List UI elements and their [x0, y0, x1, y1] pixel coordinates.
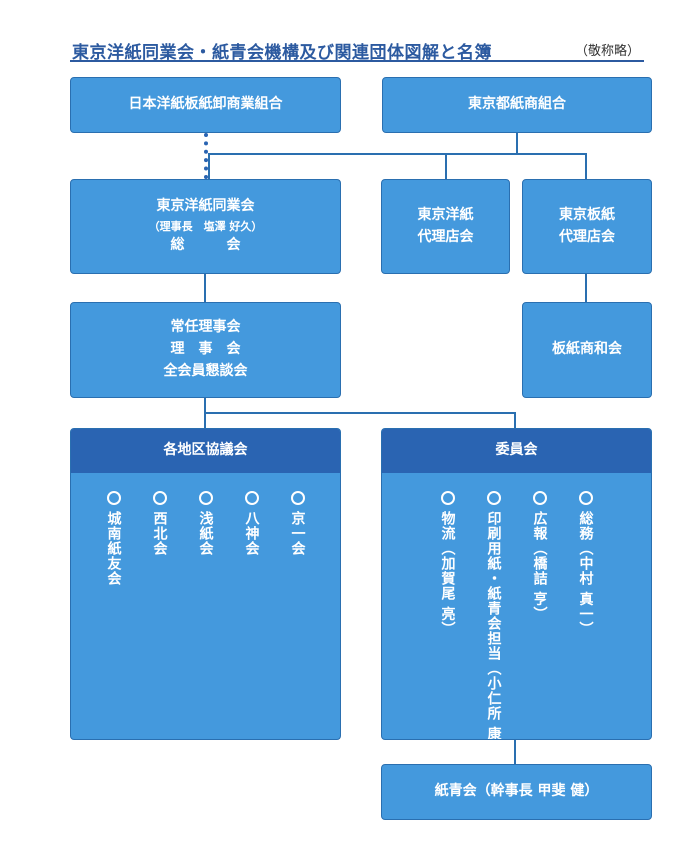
box-label: 日本洋紙板紙卸商業組合 [128, 96, 283, 113]
connector-line [585, 274, 587, 302]
district-list: 京一会 八神会 浅紙会 西北会 城南紙友会 [99, 491, 313, 586]
box-label: 板紙商和会 [552, 341, 622, 358]
box-label-line1: 東京洋紙 [417, 206, 474, 223]
box-chiku-kyogikai: 各地区協議会 京一会 八神会 浅紙会 西北会 城南紙友会 [70, 428, 341, 740]
list-item: 物流（加賀尾 亮） [433, 491, 463, 739]
honorific-note: （敬称略） [575, 44, 641, 59]
box-tokyo-itagami-dairiten: 東京板紙 代理店会 [522, 179, 652, 274]
connector-line [445, 153, 447, 179]
circle-bullet-icon [152, 491, 167, 505]
box-label-line2: 代理店会 [559, 228, 615, 245]
box-jonin-rijikai: 常任理事会 理 事 会 全会員懇談会 [70, 302, 341, 398]
box-label: 東京都紙商組合 [468, 96, 566, 113]
circle-bullet-icon [532, 491, 547, 505]
committee-list: 総務（中村 真一） 広報（橋詰 亨） 印刷用紙・紙青会担当（小仁所 康之） 物流… [433, 491, 601, 739]
box-tokyo-yoshi-dogyokai: 東京洋紙同業会 （理事長 塩澤 好久） 総 会 [70, 179, 341, 274]
list-item: 浅紙会 [191, 491, 221, 586]
list-item: 京一会 [283, 491, 313, 586]
circle-bullet-icon [578, 491, 593, 505]
connector-line [208, 153, 586, 155]
list-item: 西北会 [145, 491, 175, 586]
page-title: 東京洋紙同業会・紙青会機構及び関連団体図解と名簿 [72, 43, 492, 63]
box-header: 各地区協議会 [71, 429, 340, 473]
circle-bullet-icon [440, 491, 455, 505]
list-item: 総務（中村 真一） [571, 491, 601, 739]
circle-bullet-icon [106, 491, 121, 505]
connector-line [514, 740, 516, 764]
circle-bullet-icon [198, 491, 213, 505]
circle-bullet-icon [290, 491, 305, 505]
connector-line [208, 153, 210, 179]
box-name: 東京洋紙同業会 [156, 198, 255, 215]
box-label-line1: 東京板紙 [559, 206, 615, 223]
connector-line [204, 412, 206, 428]
list-item: 城南紙友会 [99, 491, 129, 586]
connector-line [204, 274, 206, 302]
box-label-line2: 代理店会 [417, 228, 474, 245]
list-item: 印刷用紙・紙青会担当（小仁所 康之） [479, 491, 509, 739]
chairman-label: （理事長 塩澤 好久） [148, 219, 263, 233]
sokai-label: 総 会 [170, 237, 241, 254]
box-label-line1: 常任理事会 [170, 319, 241, 336]
list-item: 八神会 [237, 491, 267, 586]
circle-bullet-icon [486, 491, 501, 505]
box-tokyo-yoshi-dairiten: 東京洋紙 代理店会 [381, 179, 510, 274]
box-itagami-showakai: 板紙商和会 [522, 302, 652, 398]
title-underline [70, 60, 644, 62]
box-iinkai: 委員会 総務（中村 真一） 広報（橋詰 亨） 印刷用紙・紙青会担当（小仁所 康之… [381, 428, 652, 740]
box-header: 委員会 [382, 429, 651, 473]
connector-line [204, 398, 206, 414]
box-tokyo-to-shisho-kumiai: 東京都紙商組合 [382, 77, 652, 133]
circle-bullet-icon [244, 491, 259, 505]
box-label-line3: 全会員懇談会 [163, 362, 248, 379]
connector-line [516, 133, 518, 153]
box-nihon-yoshi-itagami-oroshi: 日本洋紙板紙卸商業組合 [70, 77, 341, 133]
list-item: 広報（橋詰 亨） [525, 491, 555, 739]
connector-line [514, 412, 516, 428]
dotted-connector [204, 133, 208, 179]
box-shiseikai: 紙青会（幹事長 甲斐 健） [381, 764, 652, 820]
connector-line [585, 153, 587, 179]
connector-line [204, 412, 516, 414]
box-label-line2: 理 事 会 [170, 341, 241, 358]
box-label: 紙青会（幹事長 甲斐 健） [434, 783, 599, 800]
